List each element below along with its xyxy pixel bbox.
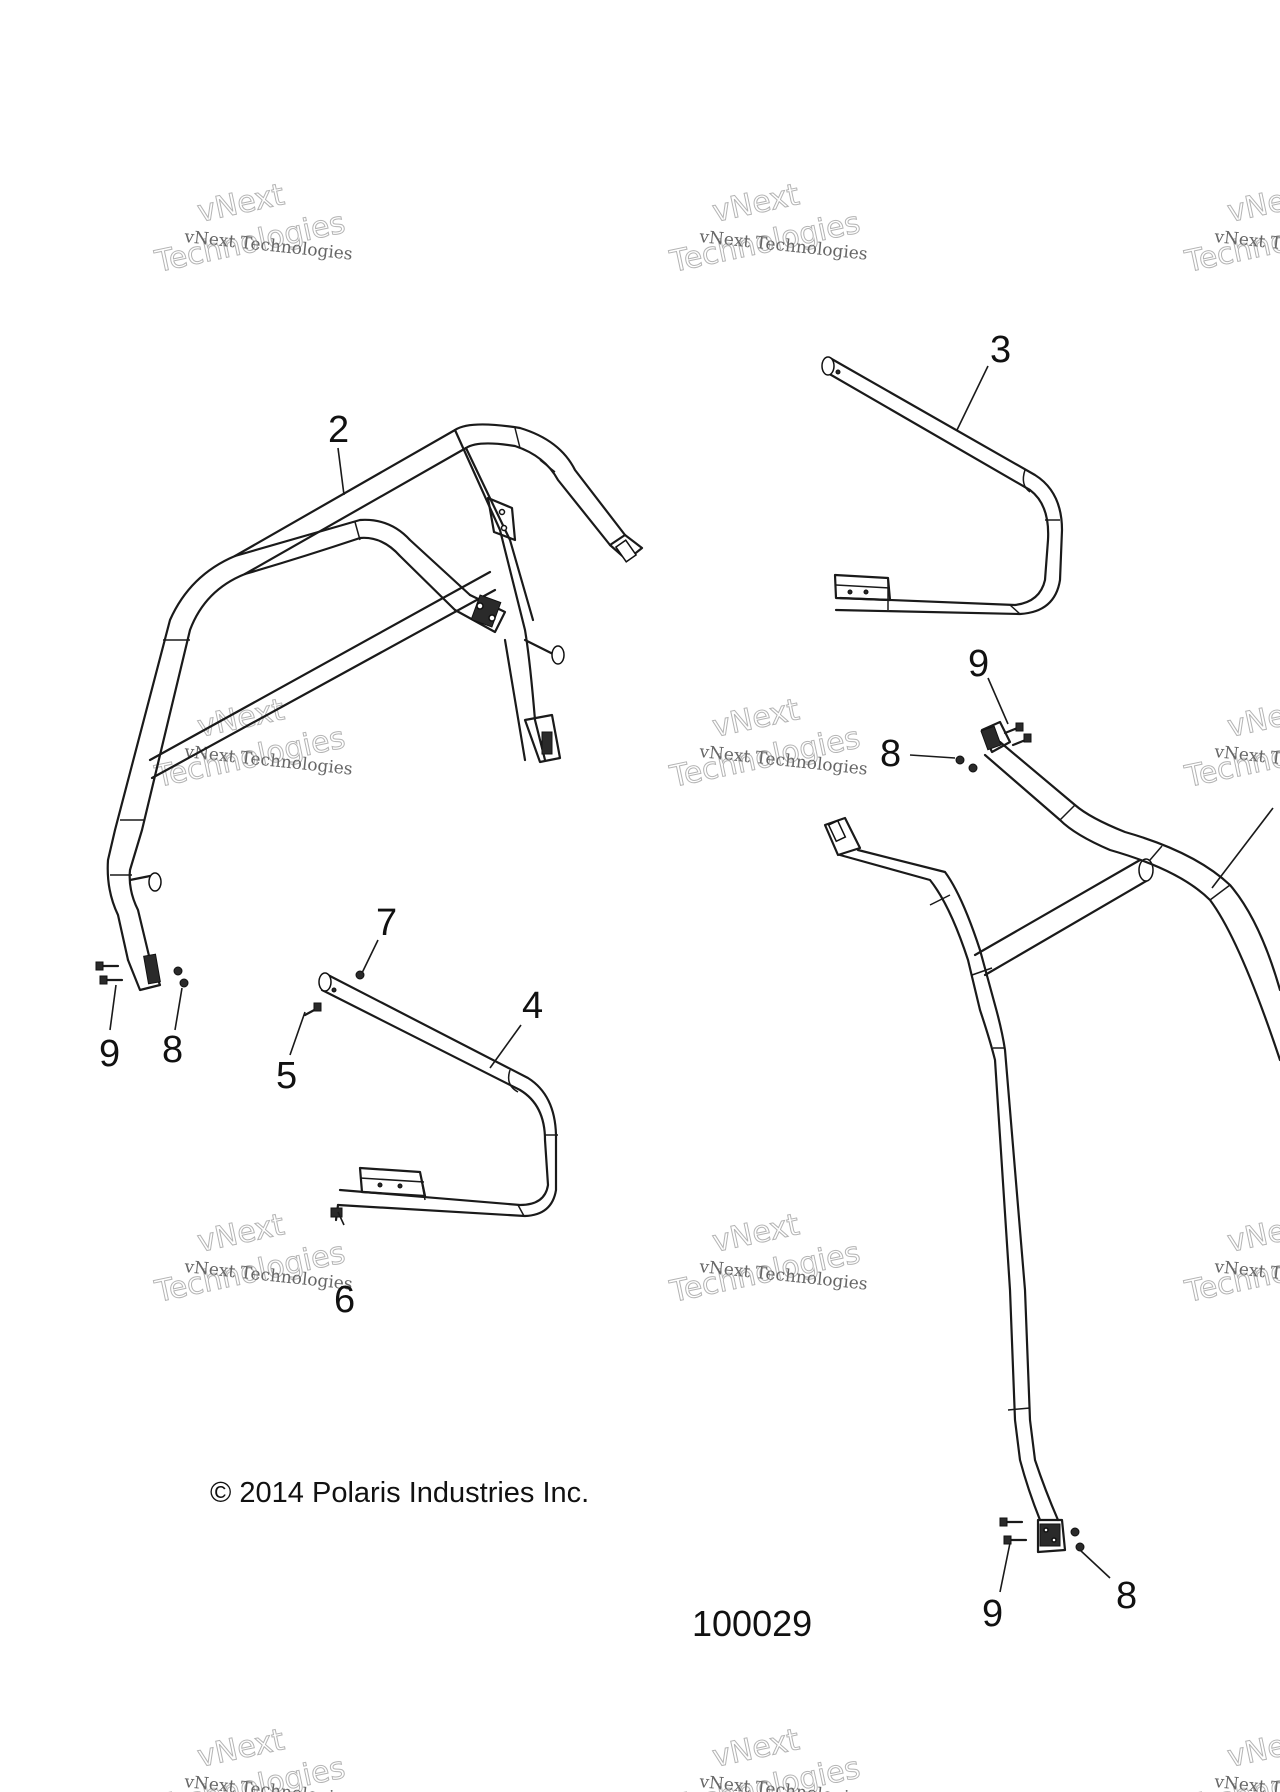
right-roll-cage bbox=[823, 720, 1280, 1554]
callout-7: 7 bbox=[376, 902, 397, 944]
callout-labels: 2 3 4 5 6 7 8 9 9 8 9 8 bbox=[99, 329, 1137, 1635]
watermark-vnext: vNext bbox=[1224, 1207, 1280, 1260]
diagram-part-number: 100029 bbox=[692, 1603, 812, 1644]
callout-2: 2 bbox=[328, 409, 349, 451]
callout-3: 3 bbox=[990, 329, 1011, 371]
callout-9-bottom: 9 bbox=[982, 1593, 1003, 1635]
watermark-vnext: vNext bbox=[1224, 692, 1280, 745]
hardware bbox=[95, 722, 1085, 1552]
callout-8-top: 8 bbox=[880, 733, 901, 775]
callout-8-left: 8 bbox=[162, 1029, 183, 1071]
watermark-company: vNext Technologies bbox=[1212, 1772, 1280, 1792]
copyright-text: © 2014 Polaris Industries Inc. bbox=[210, 1477, 589, 1509]
part-3-side-rail bbox=[821, 356, 1064, 616]
watermark-vnext: vNext bbox=[1224, 177, 1280, 230]
callout-9-top: 9 bbox=[968, 643, 989, 685]
callout-5: 5 bbox=[276, 1055, 297, 1097]
callout-6: 6 bbox=[334, 1279, 355, 1321]
callout-9-left: 9 bbox=[99, 1033, 120, 1075]
callout-4: 4 bbox=[522, 985, 543, 1027]
callout-8-bottom: 8 bbox=[1116, 1575, 1137, 1617]
leader-lines bbox=[109, 365, 1274, 1593]
watermark-vnext: vNext bbox=[1224, 1722, 1280, 1775]
part-2-roll-cage bbox=[106, 423, 644, 992]
part-4-side-rail bbox=[318, 972, 558, 1218]
